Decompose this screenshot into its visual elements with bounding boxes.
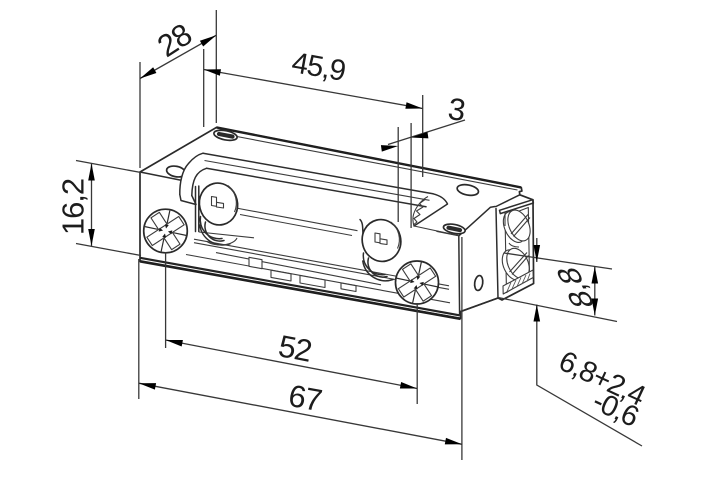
svg-text:67: 67	[286, 378, 324, 418]
svg-text:3: 3	[446, 91, 467, 128]
svg-text:16,2: 16,2	[56, 179, 91, 235]
svg-text:52: 52	[276, 328, 315, 369]
